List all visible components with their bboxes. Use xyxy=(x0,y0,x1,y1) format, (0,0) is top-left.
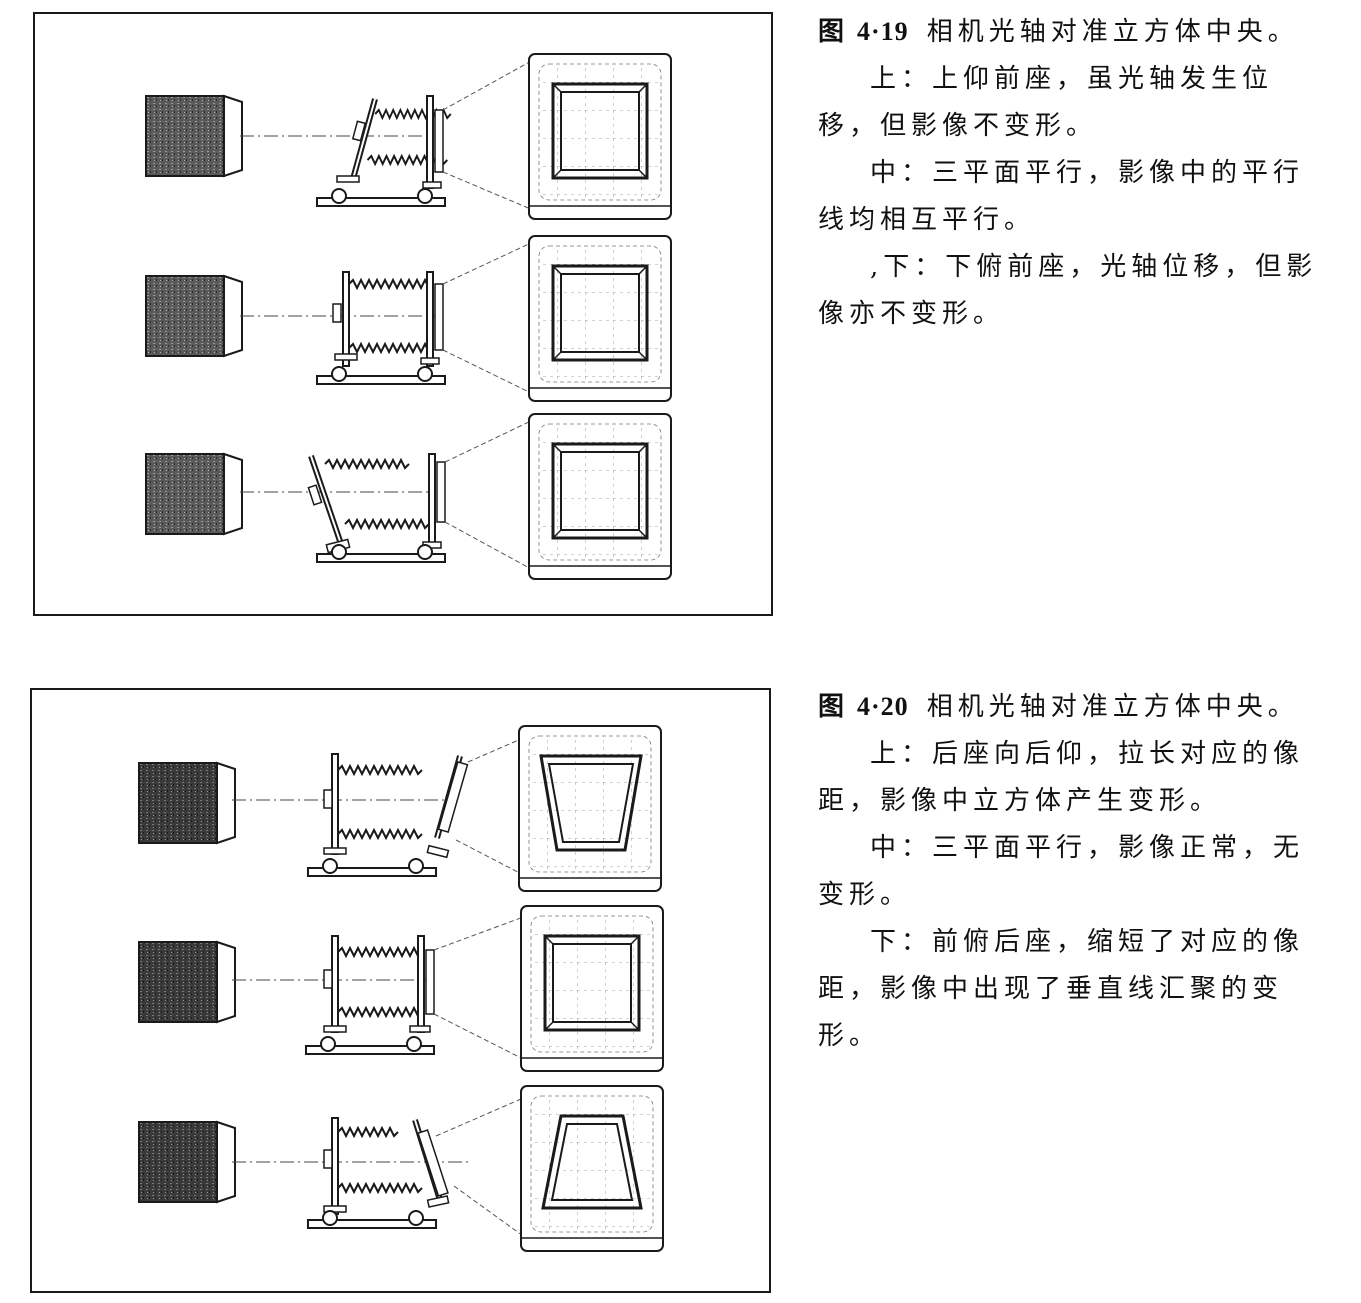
row-top-scene xyxy=(145,52,673,221)
figure-4-20-illustration xyxy=(30,688,771,1293)
row-middle-scene xyxy=(145,234,673,403)
figure-number: 4·19 xyxy=(857,17,909,46)
cube-subject xyxy=(138,1121,236,1203)
figure-title: 相机光轴对准立方体中央。 xyxy=(926,17,1299,47)
row-bottom-scene xyxy=(145,412,673,581)
figure-label: 图 xyxy=(818,17,850,47)
cube-subject xyxy=(145,275,243,357)
figure-4-19-illustration xyxy=(33,12,773,616)
ground-glass-image xyxy=(520,905,664,1072)
view-camera xyxy=(316,271,446,385)
ground-glass-image xyxy=(527,412,673,581)
caption-paragraph-bottom: ,下：下俯前座，光轴位移，但影像亦不变形。 xyxy=(818,252,1318,329)
cube-subject xyxy=(145,95,243,177)
row-bottom-scene xyxy=(138,1085,664,1252)
figure-number: 4·20 xyxy=(857,692,909,721)
caption-paragraph-middle: 中：三平面平行，影像正常，无变形。 xyxy=(818,833,1305,910)
figure-label: 图 xyxy=(818,692,850,722)
row-top-scene xyxy=(138,725,662,892)
row-middle-scene xyxy=(138,905,664,1072)
figure-4-20-drawing xyxy=(138,725,664,1252)
ground-glass-image xyxy=(520,1085,664,1252)
view-camera xyxy=(305,935,435,1055)
figure-4-19-drawing xyxy=(145,52,673,581)
cube-subject xyxy=(138,941,236,1023)
view-camera xyxy=(307,753,469,877)
cube-subject xyxy=(145,453,243,535)
ground-glass-image xyxy=(518,725,662,892)
caption-paragraph-bottom: 下：前俯后座，缩短了对应的像距，影像中出现了垂直线汇聚的变形。 xyxy=(818,927,1305,1051)
caption-paragraph-middle: 中：三平面平行，影像中的平行线均相互平行。 xyxy=(818,158,1305,235)
view-camera xyxy=(307,1117,450,1229)
caption-paragraph-top: 上：后座向后仰，拉长对应的像距，影像中立方体产生变形。 xyxy=(818,739,1305,816)
view-camera xyxy=(307,453,446,563)
view-camera xyxy=(316,95,452,207)
ground-glass-image xyxy=(527,52,673,221)
figure-title: 相机光轴对准立方体中央。 xyxy=(926,692,1299,722)
caption-paragraph-top: 上：上仰前座，虽光轴发生位移，但影像不变形。 xyxy=(818,64,1274,141)
cube-subject xyxy=(138,762,236,844)
ground-glass-image xyxy=(527,234,673,403)
